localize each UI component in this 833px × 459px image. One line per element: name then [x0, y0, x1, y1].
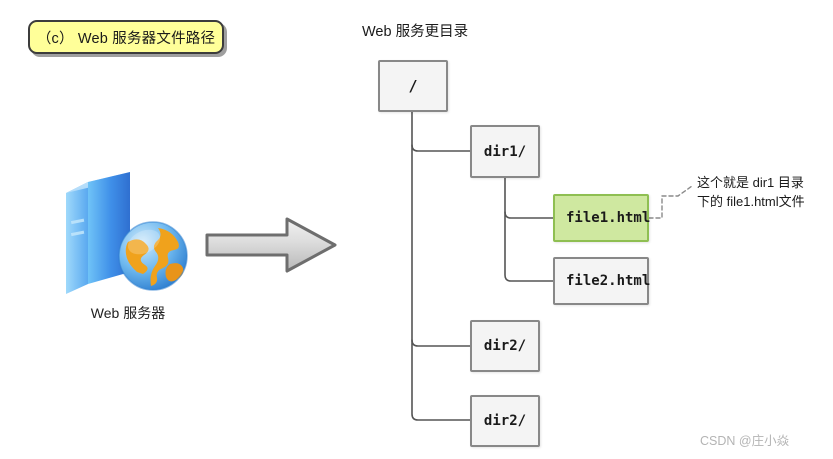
annotation-line-1: 这个就是 dir1 目录: [697, 175, 804, 190]
right-arrow-icon: [203, 212, 339, 278]
tree-node-file2[interactable]: file2.html: [553, 257, 651, 305]
tree-heading: Web 服务更目录: [362, 24, 469, 40]
tree-node-dir1-label: dir1/: [483, 143, 527, 160]
tree-node-dir2-first[interactable]: dir2/: [470, 320, 540, 372]
watermark: CSDN @庄小焱: [700, 434, 790, 448]
tree-node-file1-label: file1.html: [566, 210, 651, 226]
tree-node-dir2-second-label: dir2/: [483, 413, 527, 429]
caption-label: （c） Web 服务器文件路径: [36, 30, 216, 47]
tree-node-dir2-second[interactable]: dir2/: [470, 395, 540, 447]
annotation-callout: 这个就是 dir1 目录 下的 file1.html文件: [697, 174, 833, 212]
annotation-line-2: 下的 file1.html文件: [697, 193, 805, 209]
tree-node-root[interactable]: /: [378, 60, 448, 112]
tree-node-file2-label: file2.html: [566, 273, 651, 289]
server-label: Web 服务器: [90, 305, 166, 321]
web-server-globe-icon: [58, 160, 198, 300]
tree-node-dir1[interactable]: dir1/: [470, 125, 540, 178]
caption-badge: （c） Web 服务器文件路径: [28, 20, 224, 54]
tree-node-root-label: /: [408, 77, 418, 95]
tree-node-dir2-first-label: dir2/: [483, 338, 527, 354]
tree-node-file1[interactable]: file1.html: [553, 194, 651, 242]
